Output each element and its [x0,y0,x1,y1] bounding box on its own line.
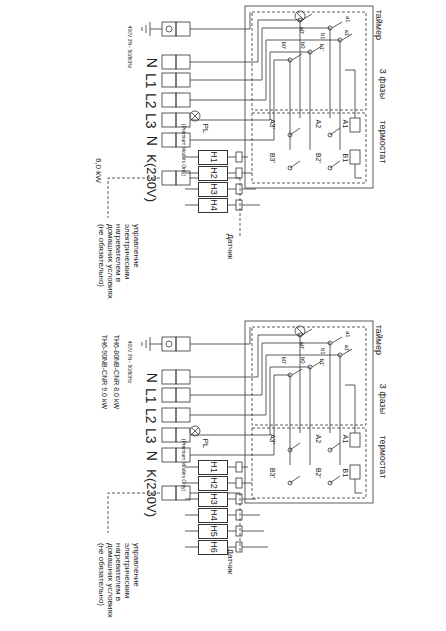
label-text: b1' [319,358,326,366]
label-text: L2 [143,92,158,108]
label-text: L3 [143,112,158,128]
label-text: N [143,450,158,460]
label-text: K(230V) [144,154,158,202]
heater-label: H4 [209,199,218,211]
label-text: B1 [341,469,349,478]
label-text: A1 [341,435,349,444]
label-text: A2 [314,120,322,129]
label-text: B2' [314,153,322,163]
label-text: L1 [143,72,158,88]
label-text: PL [201,123,210,133]
label-text: a0' [299,341,306,349]
label-text: 400V 3N~ 50/60Hz [126,26,132,70]
label-text: 400V 3N~ 50/60Hz [126,341,132,385]
label-text: N [143,57,158,67]
label-text: B3' [268,153,276,163]
label-text: A2 [314,435,322,444]
heater-element: H4 [198,508,228,523]
label-text: PL [201,438,210,448]
heater-label: H4 [209,509,218,521]
heater-label: H2 [209,167,218,179]
label-text: A1 [341,120,349,129]
label-text: a1' [344,29,351,37]
label-text: термостат [377,436,387,479]
label-text: управление электрическим нагревателем в … [96,543,140,627]
heater-element: H4 [198,198,228,213]
heater-element: H2 [198,166,228,181]
heater-element: H2 [198,476,228,491]
label-text: a1' [344,344,351,352]
label-text: L1 [143,387,158,403]
label-text: управление электрическим нагревателем в … [96,224,140,308]
heater-label: H3 [209,493,218,505]
label-text: b0 [299,356,306,363]
label-text: b0' [281,356,288,364]
label-text: таймер [373,325,383,355]
label-text: B3' [268,468,276,478]
heater-element: H6 [198,540,228,555]
label-text: N [143,135,158,145]
heater-label: H2 [209,477,218,489]
label-text: K(230V) [144,469,158,517]
label-text: таймер [373,10,383,40]
heater-label: H6 [209,541,218,553]
label-text: (Premium Models Only) [180,439,186,495]
label-text: B2' [314,468,322,478]
heater-label: H1 [209,461,218,473]
label-text: a1 [344,15,351,22]
label-text: Датчик [225,233,234,259]
heater-element: H1 [198,460,228,475]
heater-label: H1 [209,151,218,163]
label-text: b0 [299,41,306,48]
label-text: B1 [341,154,349,163]
heater-element: H1 [198,150,228,165]
label-text: 3 фазы [377,69,387,99]
label-text: b0' [281,41,288,49]
heater-element: H5 [198,524,228,539]
label-text: TH6-80NB-CNR 8,0 kW [112,335,120,409]
label-text: 6,0 kW [93,157,102,182]
label-text: A3' [268,119,276,129]
heater-element: H3 [198,182,228,197]
label-text: b1' [319,43,326,51]
label-text: b1 [319,347,326,354]
heater-element: H3 [198,492,228,507]
label-text: b1 [319,32,326,39]
label-text: a1 [344,330,351,337]
label-text: TH6-90NB-CNR 9,0 kW [100,335,108,409]
heater-label: H5 [209,525,218,537]
label-text: 3 фазы [377,384,387,414]
label-text: a0' [299,26,306,34]
label-text: (Premium Models Only) [180,124,186,180]
label-text: A3' [268,434,276,444]
label-text: L3 [143,427,158,443]
label-text: L2 [143,407,158,423]
label-text: термостат [377,121,387,164]
label-text: N [143,372,158,382]
heater-label: H3 [209,183,218,195]
